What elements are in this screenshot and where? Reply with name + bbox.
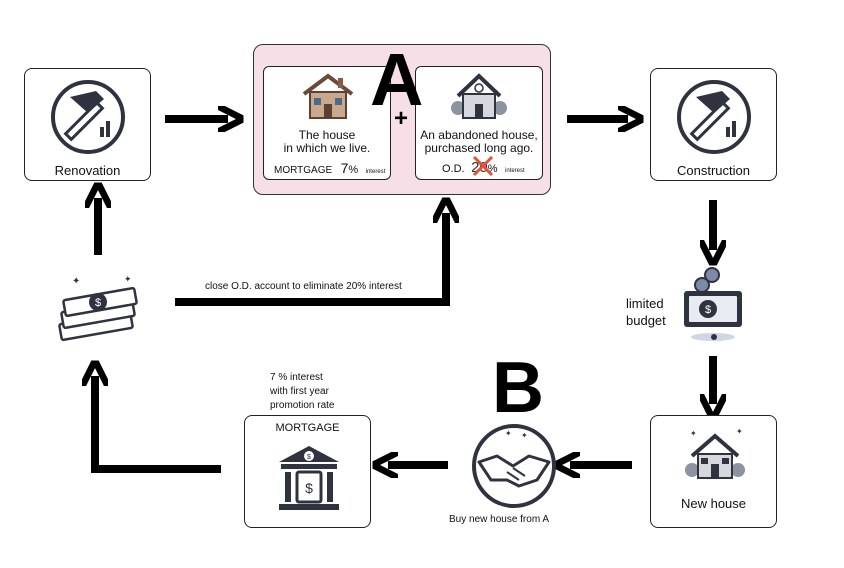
mortgage-box: MORTGAGE $ $: [244, 415, 371, 528]
construction-box: Construction: [650, 68, 777, 181]
group-a-container: The house in which we live. MORTGAGE 7% …: [253, 38, 551, 195]
bank-icon: $ $: [279, 446, 339, 510]
plus-sign: +: [394, 105, 409, 132]
svg-text:✦: ✦: [690, 429, 697, 438]
od-rate-label: O.D.: [442, 163, 465, 175]
hammer-icon: [677, 80, 751, 154]
mortgage-rate-interest: interest: [365, 169, 386, 175]
svg-text:$: $: [307, 454, 311, 461]
mortgage-note-line2: with first year: [270, 386, 329, 397]
svg-text:$: $: [95, 297, 101, 309]
close-od-label: close O.D. account to eliminate 20% inte…: [205, 281, 402, 292]
mortgage-rate-label: MORTGAGE: [274, 165, 333, 176]
mortgage-rate-value: 7: [340, 160, 349, 176]
house-icon: [302, 73, 354, 119]
od-rate-row: O.D. 20% interest: [442, 159, 525, 177]
house-current-caption-line2: in which we live.: [283, 141, 371, 155]
svg-text:✦: ✦: [124, 275, 132, 285]
house-icon: ✦ ✦: [685, 427, 745, 479]
mortgage-note-line1: 7 % interest: [270, 372, 323, 383]
od-rate-pct: %: [487, 163, 498, 175]
renovation-box: Renovation: [24, 68, 151, 181]
svg-text:✦: ✦: [72, 276, 80, 287]
money-stack-icon: $ ✦ ✦: [58, 275, 138, 342]
svg-text:✦: ✦: [505, 429, 512, 438]
mortgage-title: MORTGAGE: [275, 422, 340, 434]
house-abandoned-card: An abandoned house, purchased long ago. …: [415, 66, 543, 180]
arrow-money-to-a: [175, 213, 446, 306]
od-rate-interest: interest: [505, 168, 525, 174]
abandoned-house-icon: [451, 73, 507, 119]
handshake-icon: ✦ ✦: [472, 424, 556, 508]
arrow-mortgage-to-money: [95, 376, 221, 473]
limited-budget-line1: limited: [626, 296, 664, 311]
house-abandoned-caption-line1: An abandoned house,: [420, 128, 538, 142]
wallet-icon: $: [684, 267, 742, 341]
svg-text:✦: ✦: [521, 431, 528, 440]
svg-text:✦: ✦: [736, 427, 743, 436]
mortgage-note-line3: promotion rate: [270, 400, 335, 411]
svg-text:$: $: [705, 304, 711, 316]
mortgage-rate-row: MORTGAGE 7% interest: [274, 160, 385, 178]
renovation-label: Renovation: [54, 163, 121, 178]
cross-out-icon: [472, 155, 494, 177]
new-house-label: New house: [680, 496, 747, 511]
buy-new-house-label: Buy new house from A: [449, 514, 550, 525]
house-current-card: The house in which we live. MORTGAGE 7% …: [263, 66, 391, 180]
house-current-caption-line1: The house: [298, 128, 356, 142]
mortgage-rate-pct: %: [348, 164, 359, 176]
limited-budget-line2: budget: [626, 313, 666, 328]
construction-label: Construction: [677, 163, 750, 178]
letter-b: B: [492, 348, 544, 428]
svg-text:$: $: [305, 480, 313, 496]
letter-a: A: [370, 38, 424, 121]
house-abandoned-caption-line2: purchased long ago.: [424, 141, 534, 155]
hammer-icon: [51, 80, 125, 154]
new-house-box: ✦ ✦ New house: [650, 415, 777, 528]
